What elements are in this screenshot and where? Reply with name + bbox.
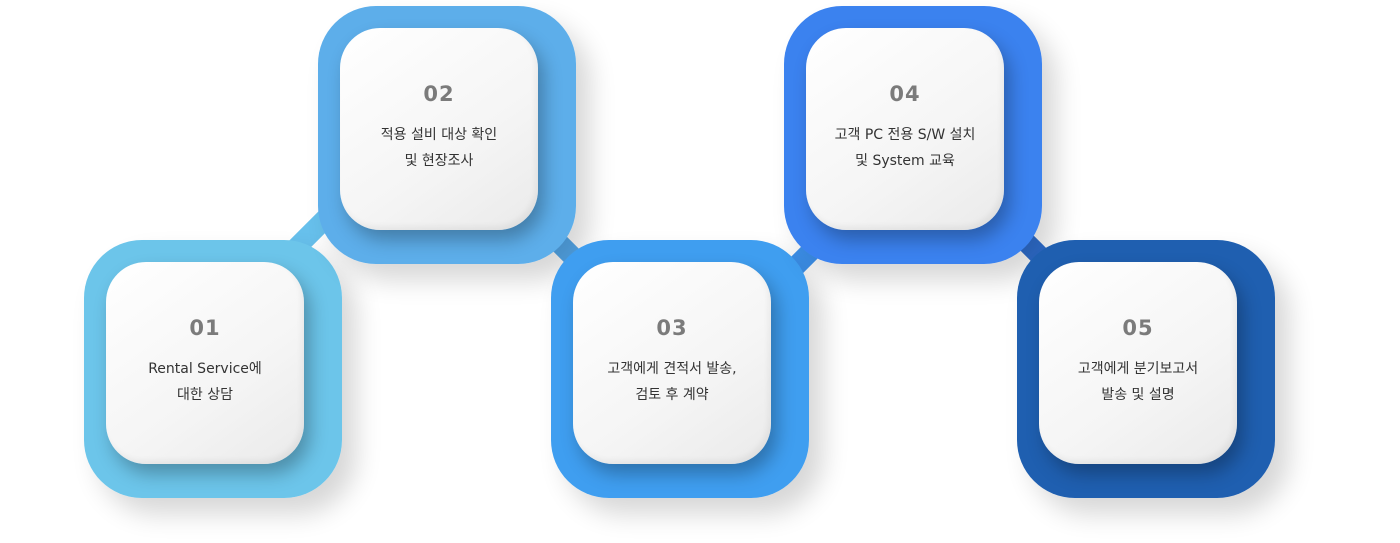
step-05-line1: 고객에게 분기보고서 <box>1077 361 1199 377</box>
step-03-description: 고객에게 견적서 발송, 검토 후 계약 <box>607 356 736 408</box>
step-02-description: 적용 설비 대상 확인 및 현장조사 <box>381 122 497 174</box>
step-03-card: 03 고객에게 견적서 발송, 검토 후 계약 <box>573 262 771 464</box>
step-04-number: 04 <box>889 82 921 106</box>
step-05-line2: 발송 및 설명 <box>1101 387 1175 403</box>
step-05: 05 고객에게 분기보고서 발송 및 설명 <box>1017 240 1275 498</box>
step-01-line1: Rental Service에 <box>148 361 262 377</box>
step-02: 02 적용 설비 대상 확인 및 현장조사 <box>318 6 576 264</box>
step-01-description: Rental Service에 대한 상담 <box>148 356 262 408</box>
step-04-description: 고객 PC 전용 S/W 설치 및 System 교육 <box>835 122 976 174</box>
step-05-card: 05 고객에게 분기보고서 발송 및 설명 <box>1039 262 1237 464</box>
step-03-number: 03 <box>656 316 688 340</box>
step-03-line2: 검토 후 계약 <box>635 387 709 403</box>
step-03: 03 고객에게 견적서 발송, 검토 후 계약 <box>551 240 809 498</box>
step-03-line1: 고객에게 견적서 발송, <box>607 361 737 377</box>
step-05-number: 05 <box>1122 316 1154 340</box>
step-01-line2: 대한 상담 <box>177 387 233 403</box>
step-02-card: 02 적용 설비 대상 확인 및 현장조사 <box>340 28 538 230</box>
step-04-line1: 고객 PC 전용 S/W 설치 <box>834 127 976 143</box>
step-05-description: 고객에게 분기보고서 발송 및 설명 <box>1078 356 1198 408</box>
step-04: 04 고객 PC 전용 S/W 설치 및 System 교육 <box>784 6 1042 264</box>
step-02-line2: 및 현장조사 <box>404 153 474 169</box>
step-01-number: 01 <box>189 316 221 340</box>
step-04-line2: 및 System 교육 <box>855 153 955 169</box>
step-01: 01 Rental Service에 대한 상담 <box>84 240 342 498</box>
step-01-card: 01 Rental Service에 대한 상담 <box>106 262 304 464</box>
step-02-line1: 적용 설비 대상 확인 <box>380 127 498 143</box>
step-04-card: 04 고객 PC 전용 S/W 설치 및 System 교육 <box>806 28 1004 230</box>
step-02-number: 02 <box>423 82 455 106</box>
